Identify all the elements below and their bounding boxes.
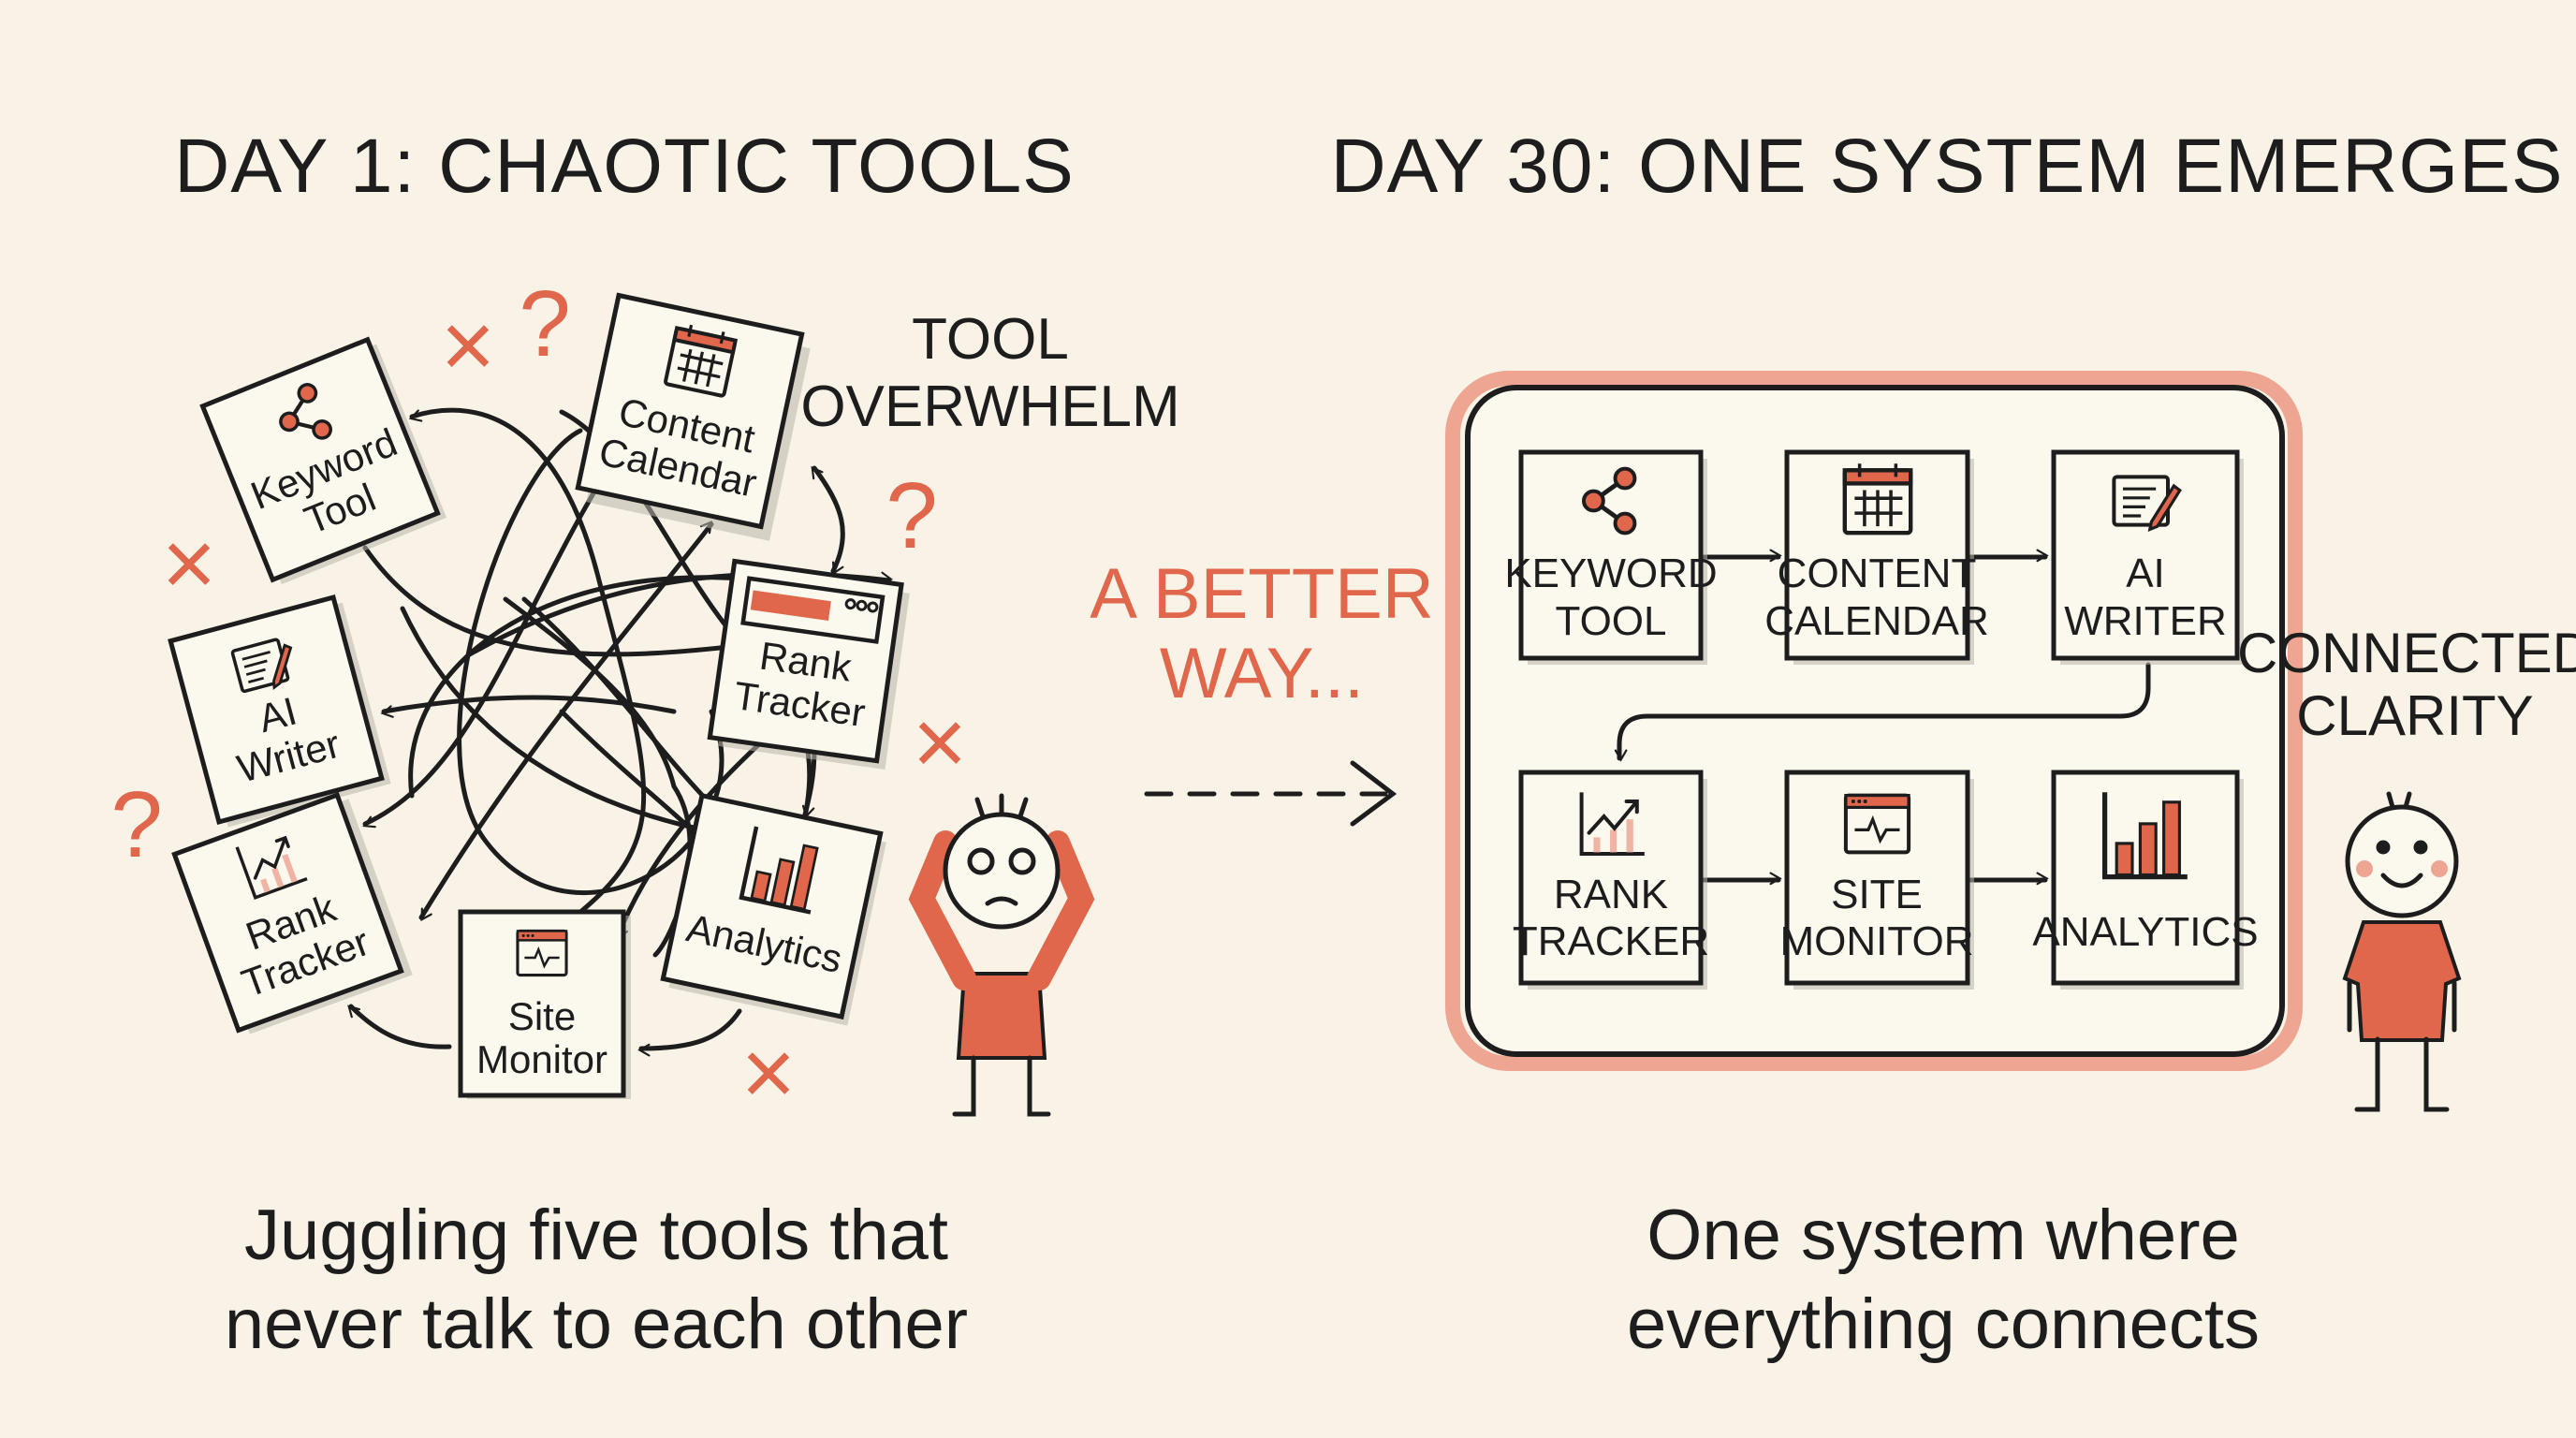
svg-text:ANALYTICS: ANALYTICS [2032, 909, 2258, 955]
cross-mark: × [741, 1020, 796, 1125]
card-rank-tracker-chart: RankTracker [171, 792, 413, 1034]
left-title: DAY 1: CHAOTIC TOOLS [174, 124, 1075, 209]
cross-mark: × [913, 690, 967, 795]
question-mark: ? [110, 772, 163, 877]
cross-mark: × [441, 293, 495, 398]
cross-mark: × [162, 511, 216, 616]
card-ai-writer: AIWriter [168, 594, 391, 828]
card-analytics: Analytics [660, 792, 886, 1026]
question-mark: ? [886, 463, 938, 568]
system-flow-arrows [1614, 549, 2151, 886]
card-content-calendar: ContentCalendar [575, 292, 811, 541]
arrow-head-icon [1350, 760, 1398, 827]
calendar-icon [1845, 463, 1910, 533]
site-pulse-icon [516, 929, 568, 977]
card-keyword-tool: KeywordTool [199, 336, 447, 585]
stressed-person [908, 793, 1095, 1117]
question-mark: ? [519, 271, 571, 376]
system-card-analytics: ANALYTICS [2032, 770, 2259, 990]
right-title: DAY 30: ONE SYSTEM EMERGES [1330, 124, 2563, 209]
card-rank-tracker-browser: RankTracker [707, 558, 910, 770]
site-pulse-icon [1846, 796, 1909, 853]
confusion-marks: × × × × ? ? ? [110, 271, 967, 1125]
happy-person [2342, 791, 2462, 1112]
system-glow [1445, 371, 2303, 1071]
